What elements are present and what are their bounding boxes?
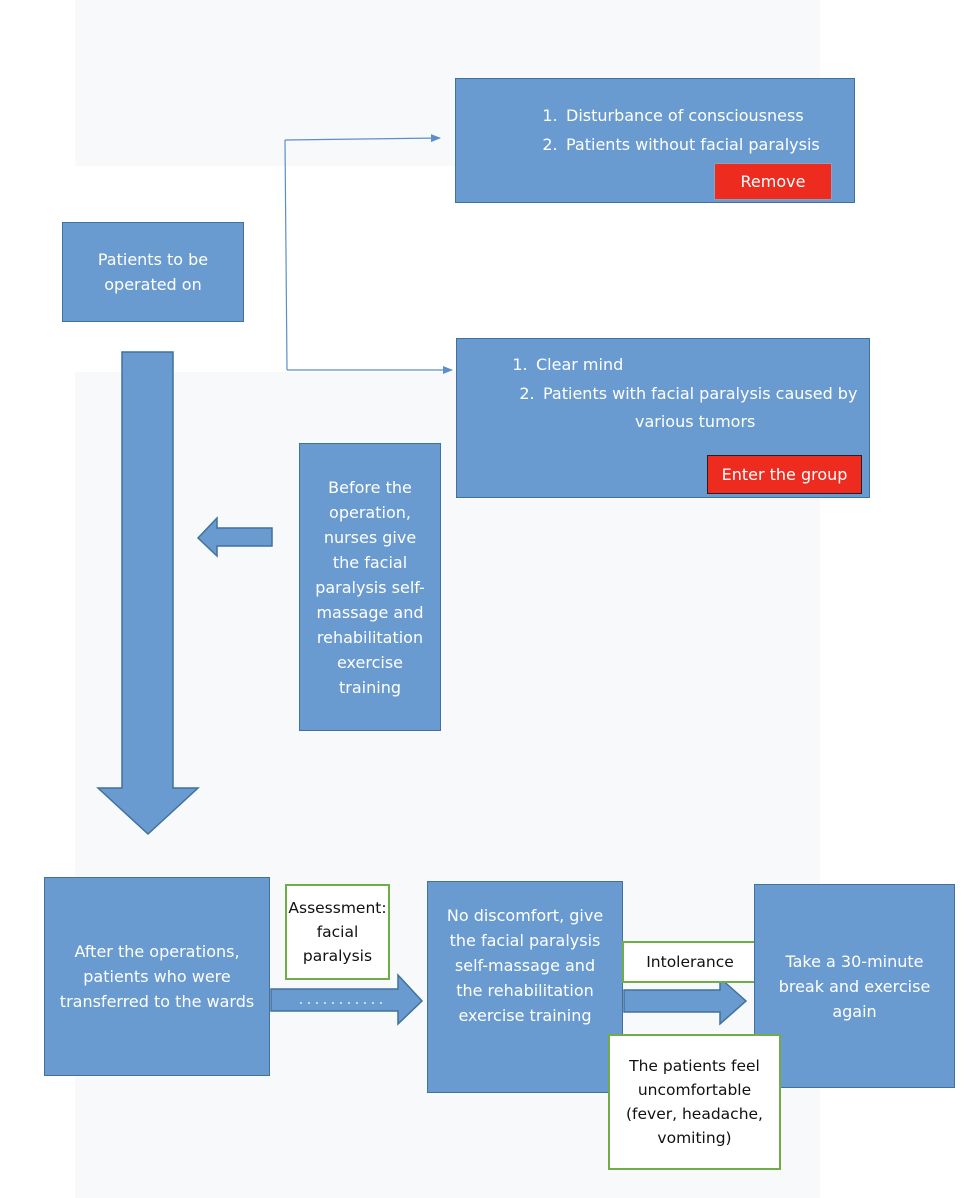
inclusion-item-2-continuation: various tumors [635, 412, 756, 431]
no-discomfort-training-box: No discomfort, give the facial paralysis… [427, 881, 623, 1093]
pre-op-line-8: exercise [336, 652, 404, 672]
pre-op-line-6: massage and [316, 602, 424, 622]
intolerance-label: Intolerance [622, 941, 758, 983]
uncomfortable-line-1: The patients feel [629, 1057, 760, 1075]
uncomfortable-line-2: uncomfortable [637, 1081, 752, 1099]
no-discomfort-line-4: the rehabilitation [456, 981, 594, 1000]
exclusion-item-2-text: Patients without facial paralysis [566, 135, 820, 154]
assessment-line-3: paralysis [302, 947, 373, 965]
no-discomfort-line-3: self-massage and [454, 956, 596, 975]
post-operation-box: After the operations, patients who were … [44, 877, 270, 1076]
pre-operation-training-box: Before the operation, nurses give the fa… [299, 443, 441, 731]
pre-op-line-9: training [339, 677, 401, 697]
no-discomfort-line-2: the facial paralysis [449, 931, 601, 950]
post-op-line-2: patients who were [83, 967, 231, 986]
pre-op-line-1: Before the [328, 477, 412, 497]
post-op-line-1: After the operations, [74, 942, 240, 961]
enter-the-group-button[interactable]: Enter the group [707, 455, 862, 494]
break-line-1: Take a 30-minute [785, 951, 924, 971]
intolerance-text: Intolerance [646, 953, 734, 971]
training-to-break-arrow [623, 976, 748, 1026]
no-discomfort-line-5: exercise training [458, 1006, 592, 1025]
exclusion-item-1-text: Disturbance of consciousness [566, 106, 804, 125]
assessment-line-1: Assessment: [288, 899, 387, 917]
exclusion-item-1: 1. Disturbance of consciousness [534, 103, 804, 128]
break-line-3: again [832, 1001, 877, 1021]
no-discomfort-line-1: No discomfort, give [446, 906, 604, 925]
postop-to-training-arrow [270, 973, 424, 1026]
uncomfortable-line-3: (fever, headache, [626, 1105, 763, 1123]
exclusion-item-2: 2. Patients without facial paralysis [534, 132, 820, 157]
patients-to-be-operated-line-2: operated on [104, 275, 202, 294]
uncomfortable-label: The patients feel uncomfortable (fever, … [608, 1034, 781, 1170]
break-and-exercise-box: Take a 30-minute break and exercise agai… [754, 884, 955, 1088]
training-to-flow-arrow [196, 516, 273, 558]
down-flow-arrow [96, 351, 200, 836]
patients-to-be-operated-line-1: Patients to be [97, 250, 209, 269]
exclusion-item-2-number: 2. [542, 135, 558, 154]
assessment-label: Assessment: facial paralysis [285, 884, 390, 980]
inclusion-item-1: 1. Clear mind [504, 352, 623, 377]
pre-op-line-5: paralysis self- [315, 577, 425, 597]
remove-button[interactable]: Remove [714, 163, 832, 200]
post-op-line-3: transferred to the wards [59, 992, 255, 1011]
pre-op-line-7: rehabilitation [316, 627, 424, 647]
exclusion-criteria-box: 1. Disturbance of consciousness 2. Patient… [455, 78, 855, 203]
branch-to-exclusion-arrow [284, 134, 441, 143]
inclusion-item-2-text: Patients with facial paralysis caused by [543, 384, 858, 403]
assessment-line-2: facial [316, 923, 359, 941]
inclusion-item-2-number: 2. [519, 384, 535, 403]
pre-op-line-4: the facial [332, 552, 408, 572]
inclusion-item-1-number: 1. [512, 355, 528, 374]
exclusion-item-1-number: 1. [542, 106, 558, 125]
break-line-2: break and exercise [778, 976, 931, 996]
branch-connector-line [284, 139, 288, 371]
pre-op-line-3: nurses give [323, 527, 417, 547]
inclusion-item-1-text: Clear mind [536, 355, 624, 374]
inclusion-item-2: 2. Patients with facial paralysis caused … [511, 381, 857, 406]
pre-op-line-2: operation, [329, 502, 411, 522]
uncomfortable-line-4: vomiting) [657, 1129, 732, 1147]
patients-to-be-operated-box: Patients to be operated on [62, 222, 244, 322]
